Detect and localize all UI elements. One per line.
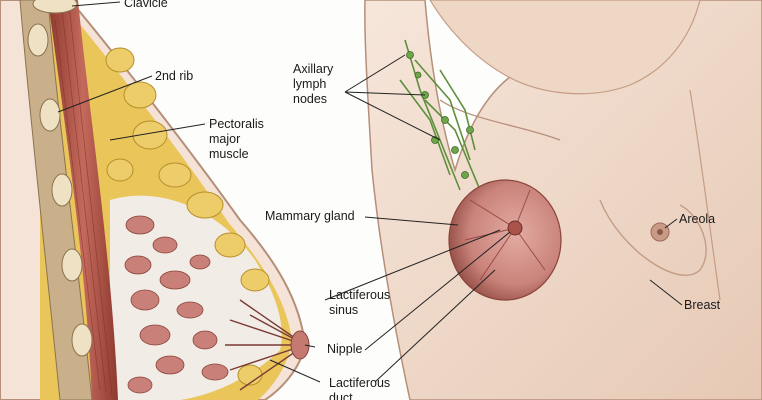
label-line: duct [329, 391, 353, 400]
muscle-fibers [54, 4, 113, 396]
nipple-section [290, 330, 310, 360]
pectoralis-muscle [48, 0, 118, 400]
leader-lines [57, 1, 683, 383]
lymph-nodes [406, 51, 474, 179]
label-lactiferous-duct: Lactiferous duct [329, 376, 390, 400]
label-line: major [209, 132, 241, 146]
gland-nipple [507, 220, 523, 236]
label-areola: Areola [679, 212, 716, 226]
label-line: Lactiferous [329, 288, 391, 302]
label-line: lymph [293, 77, 327, 91]
clavicle-bone [32, 0, 78, 14]
label-line: sinus [329, 303, 359, 317]
head-shape [429, 0, 701, 95]
gland-lobules [124, 215, 229, 394]
nipple-mark [657, 229, 663, 235]
label-line: nodes [293, 92, 328, 106]
label-clavicle: Clavicle [124, 0, 168, 10]
figure-view [364, 0, 762, 400]
ribs [27, 23, 93, 357]
fat-lobules [105, 47, 270, 386]
torso-contour [689, 89, 721, 301]
cross-section [0, 0, 310, 400]
lymph-network [399, 39, 481, 191]
label-line: Lactiferous [329, 376, 391, 390]
armpit-crease [439, 99, 561, 141]
mammary-gland-view [448, 179, 562, 301]
right-breast [599, 199, 707, 276]
label-breast: Breast [684, 298, 721, 312]
label-line: Axillary [293, 62, 334, 76]
label-pectoralis-major-muscle: Pectoralis major muscle [209, 117, 264, 162]
label-mammary-gland: Mammary gland [265, 209, 355, 223]
label-lactiferous-sinus: Lactiferous sinus [329, 288, 390, 318]
label-axillary-lymph-nodes: Axillary lymph nodes [293, 62, 333, 107]
label-line: Pectoralis [209, 117, 264, 131]
label-2nd-rib: 2nd rib [155, 69, 194, 83]
label-nipple: Nipple [327, 342, 363, 356]
label-line: muscle [209, 147, 249, 161]
